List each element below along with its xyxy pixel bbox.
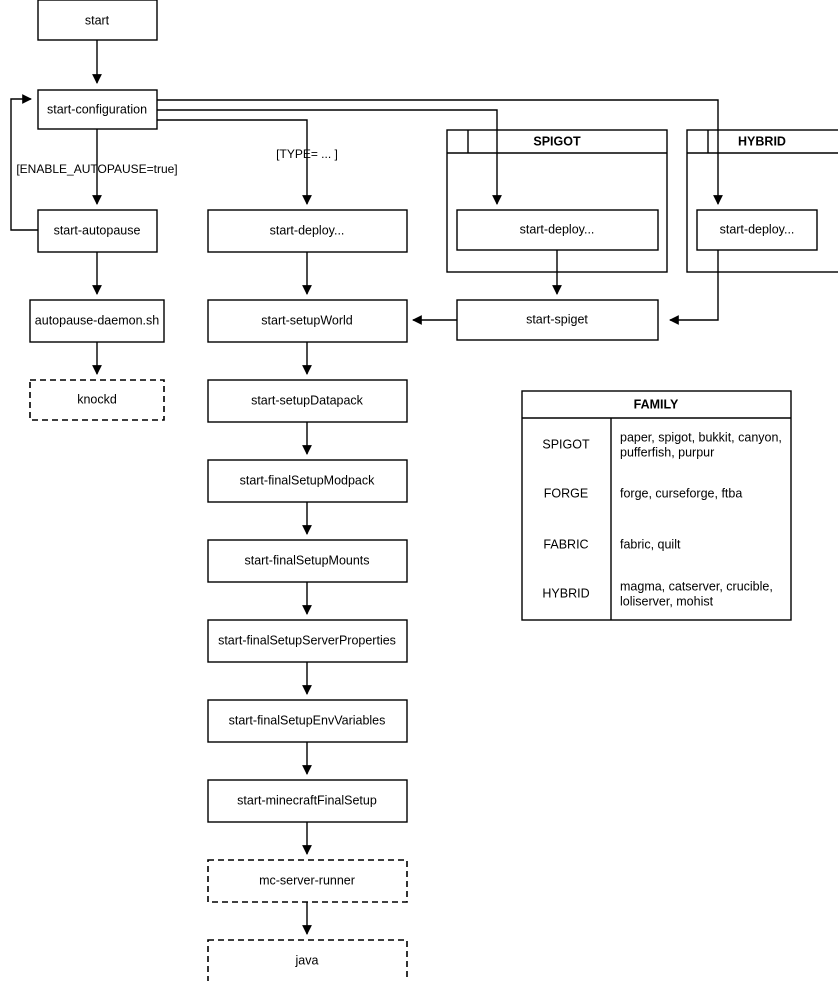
node-start-configuration[interactable]: start-configuration [37, 89, 158, 130]
edge-deploy-hybrid-to-spiget [669, 250, 719, 325]
node-mc-server-runner-label: mc-server-runner [259, 873, 355, 887]
node-start-setup-world-label: start-setupWorld [261, 313, 353, 327]
family-table-row-value-line1: fabric, quilt [620, 537, 681, 551]
node-start-final-setup-env-variables-box[interactable] [207, 699, 408, 743]
node-start-setup-world-box[interactable] [207, 299, 408, 343]
edge-configuration-to-deploy-hybrid [157, 99, 723, 205]
node-start-deploy-hybrid-box[interactable] [696, 209, 818, 251]
node-start-autopause-label: start-autopause [54, 223, 141, 237]
node-start-deploy-spigot[interactable]: start-deploy... [456, 209, 659, 251]
node-start-final-setup-modpack[interactable]: start-finalSetupModpack [207, 459, 408, 503]
node-start-spiget-label: start-spiget [526, 312, 588, 326]
node-start-minecraft-final-setup-box[interactable] [207, 779, 408, 823]
node-autopause-daemon-label: autopause-daemon.sh [35, 313, 159, 327]
family-table-title: FAMILY [634, 397, 679, 411]
family-table-row-key: SPIGOT [542, 437, 590, 451]
node-mc-server-runner[interactable]: mc-server-runner [207, 859, 408, 903]
edge-autopause-loop-to-configuration [10, 94, 38, 231]
family-table-row-key: HYBRID [542, 586, 589, 600]
node-start-spiget-box[interactable] [456, 299, 659, 341]
node-start-final-setup-modpack-box[interactable] [207, 459, 408, 503]
family-table-row-value-line2: pufferfish, purpur [620, 445, 714, 459]
node-start-setup-datapack[interactable]: start-setupDatapack [207, 379, 408, 423]
node-start-configuration-box[interactable] [37, 89, 158, 130]
node-start-autopause-box[interactable] [37, 209, 158, 253]
node-java[interactable]: java [207, 939, 408, 981]
family-table-row-value-line1: magma, catserver, crucible, [620, 579, 773, 593]
node-start-setup-datapack-box[interactable] [207, 379, 408, 423]
node-start-setup-datapack-label: start-setupDatapack [251, 393, 364, 407]
node-start-configuration-label: start-configuration [47, 102, 147, 116]
node-start-final-setup-mounts[interactable]: start-finalSetupMounts [207, 539, 408, 583]
node-java-label: java [295, 953, 319, 967]
node-start-deploy-main[interactable]: start-deploy... [207, 209, 408, 253]
node-start-final-setup-env-variables-label: start-finalSetupEnvVariables [229, 713, 386, 727]
family-table-row-value-line1: forge, curseforge, ftba [620, 486, 742, 500]
family-table: FAMILY SPIGOT paper, spigot, bukkit, can… [521, 390, 792, 621]
node-start-deploy-main-label: start-deploy... [270, 223, 345, 237]
node-start-spiget[interactable]: start-spiget [456, 299, 659, 341]
node-start-deploy-spigot-label: start-deploy... [520, 222, 595, 236]
edge-configuration-to-deploy-main [157, 119, 312, 205]
node-autopause-daemon-box[interactable] [29, 299, 165, 343]
node-start-final-setup-server-properties-box[interactable] [207, 619, 408, 663]
node-start-setup-world[interactable]: start-setupWorld [207, 299, 408, 343]
node-start-autopause[interactable]: start-autopause [37, 209, 158, 253]
edge-label-enable-autopause: [ENABLE_AUTOPAUSE=true] [16, 162, 177, 176]
edge-configuration-to-deploy-spigot [157, 109, 502, 205]
node-start-final-setup-server-properties[interactable]: start-finalSetupServerProperties [207, 619, 408, 663]
node-start-deploy-hybrid[interactable]: start-deploy... [696, 209, 818, 251]
node-start-box[interactable] [37, 0, 158, 41]
node-start-final-setup-env-variables[interactable]: start-finalSetupEnvVariables [207, 699, 408, 743]
node-start-final-setup-mounts-label: start-finalSetupMounts [244, 553, 369, 567]
node-start-deploy-main-box[interactable] [207, 209, 408, 253]
node-mc-server-runner-box[interactable] [207, 859, 408, 903]
node-knockd-box[interactable] [29, 379, 165, 421]
family-table-row-value-line1: paper, spigot, bukkit, canyon, [620, 430, 782, 444]
node-start-deploy-spigot-box[interactable] [456, 209, 659, 251]
node-start[interactable]: start [37, 0, 158, 41]
node-start-deploy-hybrid-label: start-deploy... [720, 222, 795, 236]
family-table-row-key: FORGE [544, 486, 588, 500]
node-start-minecraft-final-setup[interactable]: start-minecraftFinalSetup [207, 779, 408, 823]
node-start-final-setup-modpack-label: start-finalSetupModpack [240, 473, 376, 487]
node-start-label: start [85, 13, 110, 27]
family-table-row-key: FABRIC [543, 537, 588, 551]
family-table-box [521, 390, 792, 621]
node-knockd-label: knockd [77, 392, 117, 406]
node-autopause-daemon[interactable]: autopause-daemon.sh [29, 299, 165, 343]
edge-label-type-selector: [TYPE= ... ] [276, 147, 338, 161]
group-hybrid-title: HYBRID [738, 134, 786, 148]
node-start-minecraft-final-setup-label: start-minecraftFinalSetup [237, 793, 377, 807]
node-knockd[interactable]: knockd [29, 379, 165, 421]
node-java-box[interactable] [207, 939, 408, 981]
family-table-row-value-line2: loliserver, mohist [620, 594, 714, 608]
node-start-final-setup-server-properties-label: start-finalSetupServerProperties [218, 633, 396, 647]
node-start-final-setup-mounts-box[interactable] [207, 539, 408, 583]
group-spigot-title: SPIGOT [533, 134, 581, 148]
